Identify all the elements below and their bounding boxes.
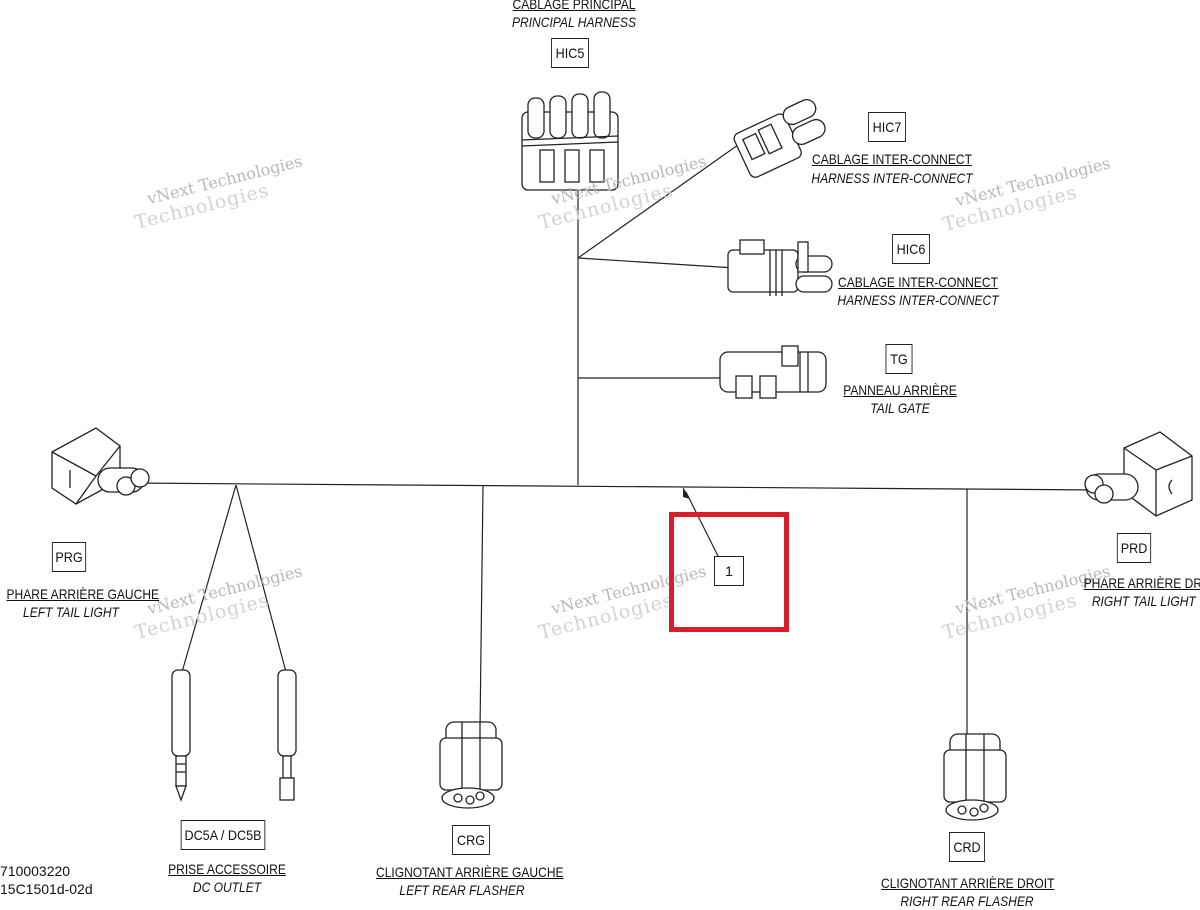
tg-label-fr: PANNEAU ARRIÈRE xyxy=(843,382,957,398)
tg-connector xyxy=(719,345,827,399)
dc5-label-en: DC OUTLET xyxy=(192,879,262,895)
tg-code: TG xyxy=(885,344,913,374)
hic6-code: HIC6 xyxy=(892,234,930,264)
crd-label-en: RIGHT REAR FLASHER xyxy=(900,893,1034,909)
prd-connector xyxy=(1084,431,1193,517)
crd-label-fr: CLIGNOTANT ARRIÈRE DROIT xyxy=(881,875,1055,891)
crg-connector xyxy=(439,721,503,809)
drawing-code: 15C1501d-02d xyxy=(0,881,93,897)
crd-connector xyxy=(943,733,1007,821)
hic6-label-fr: CABLAGE INTER-CONNECT xyxy=(838,274,998,290)
hic6-label-en: HARNESS INTER-CONNECT xyxy=(837,292,999,308)
crd-code: CRD xyxy=(949,832,985,862)
tg-label-en: TAIL GATE xyxy=(870,400,930,416)
highlight-box xyxy=(669,512,789,632)
prd-label-en: RIGHT TAIL LIGHT xyxy=(1091,593,1196,609)
prg-label-fr: PHARE ARRIÈRE GAUCHE xyxy=(6,586,160,602)
hic5-label-fr: CABLAGE PRINCIPAL xyxy=(512,0,636,12)
prg-code: PRG xyxy=(51,542,87,572)
callout-number: 1 xyxy=(714,556,744,586)
dc5a-plug xyxy=(171,669,191,802)
hic7-label-en: HARNESS INTER-CONNECT xyxy=(811,170,973,186)
prg-connector xyxy=(51,427,150,505)
reference-number: 710003220 xyxy=(0,863,71,879)
prg-label-en: LEFT TAIL LIGHT xyxy=(23,604,119,620)
dc5-code: DC5A / DC5B xyxy=(180,820,266,850)
dc5b-plug xyxy=(277,669,297,801)
dc5-label-fr: PRISE ACCESSOIRE xyxy=(168,861,286,877)
hic7-code: HIC7 xyxy=(868,112,906,142)
callout-arrowhead xyxy=(683,487,690,499)
hic5-label-en: PRINCIPAL HARNESS xyxy=(511,14,637,30)
harness-wires xyxy=(124,139,1101,740)
prd-label-fr: PHARE ARRIÈRE DROIT xyxy=(1083,575,1200,591)
hic7-connector xyxy=(733,99,826,178)
prd-code: PRD xyxy=(1116,533,1152,563)
crg-label-en: LEFT REAR FLASHER xyxy=(399,882,525,898)
crg-code: CRG xyxy=(452,825,490,855)
hic5-connector xyxy=(521,91,619,191)
crg-label-fr: CLIGNOTANT ARRIÈRE GAUCHE xyxy=(376,864,564,880)
hic5-code: HIC5 xyxy=(551,38,589,68)
hic7-label-fr: CABLAGE INTER-CONNECT xyxy=(812,151,972,167)
hic6-connector xyxy=(727,239,833,296)
